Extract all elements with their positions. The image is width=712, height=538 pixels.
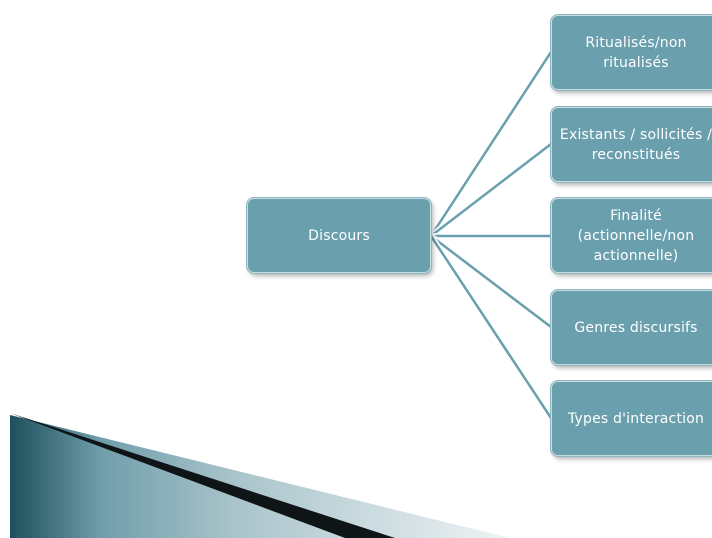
child-node-types-interaction: Types d'interaction xyxy=(551,381,712,456)
child-node-label: Existants / sollicités / reconstitués xyxy=(559,126,712,163)
child-node-ritualises: Ritualisés/non ritualisés xyxy=(551,15,712,90)
child-node-label: Ritualisés/non ritualisés xyxy=(585,34,687,71)
wedge-dark-edge xyxy=(10,413,395,538)
connector-4-core xyxy=(429,234,553,329)
child-node-label: Finalité (actionnelle/non actionnelle) xyxy=(577,207,695,264)
child-node-label: Genres discursifs xyxy=(574,319,698,336)
child-node-genres-discursifs: Genres discursifs xyxy=(551,290,712,365)
child-node-finalite: Finalité (actionnelle/non actionnelle) xyxy=(551,198,712,273)
connector-5-core xyxy=(429,234,553,420)
child-node-label: Types d'interaction xyxy=(567,410,705,427)
connector-2-core xyxy=(429,142,553,238)
connector-1-core xyxy=(429,50,553,238)
child-node-existants: Existants / sollicités / reconstitués xyxy=(551,107,712,182)
wedge-light-part xyxy=(10,415,510,538)
root-node-discours: Discours xyxy=(247,198,431,273)
root-node-label: Discours xyxy=(308,227,370,244)
